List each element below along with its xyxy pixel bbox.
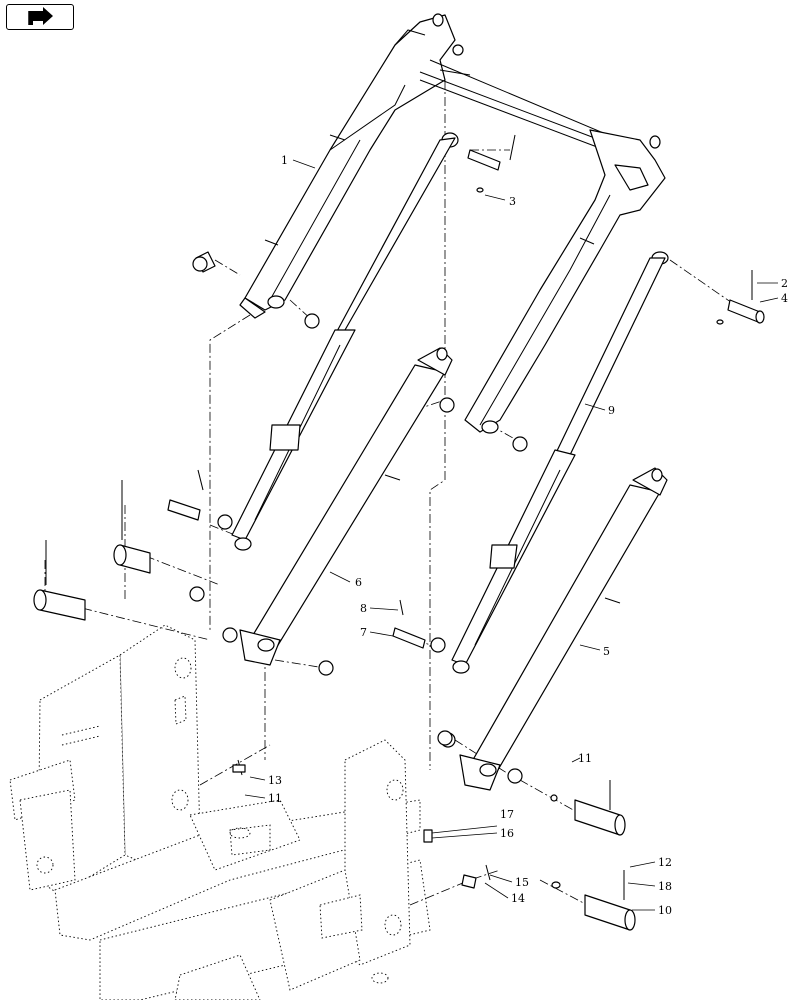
lift-cylinders (222, 347, 668, 791)
callout-2[interactable]: 2 (781, 277, 788, 290)
callout-9[interactable]: 9 (608, 404, 615, 417)
callout-5[interactable]: 5 (603, 645, 610, 658)
cylinder-bushings (189, 586, 561, 889)
loader-arm-frame (239, 13, 666, 434)
callout-11-right[interactable]: 11 (578, 752, 592, 765)
callout-4[interactable]: 4 (781, 292, 788, 305)
return-button[interactable] (6, 4, 74, 30)
callout-13[interactable]: 13 (268, 774, 282, 787)
callout-16[interactable]: 16 (500, 827, 514, 840)
return-arrow-icon (28, 7, 53, 25)
callout-11-left[interactable]: 11 (268, 792, 282, 805)
callout-leaders (244, 159, 779, 911)
callout-8[interactable]: 8 (360, 602, 367, 615)
pins-and-bolts (33, 134, 765, 931)
callout-12[interactable]: 12 (658, 856, 672, 869)
callout-10[interactable]: 10 (658, 904, 672, 917)
callout-7[interactable]: 7 (360, 626, 367, 639)
callout-6[interactable]: 6 (355, 576, 362, 589)
callout-1[interactable]: 1 (281, 154, 288, 167)
callout-14[interactable]: 14 (511, 892, 525, 905)
callout-15[interactable]: 15 (515, 876, 529, 889)
tilt-link-rods (217, 137, 666, 674)
callout-18[interactable]: 18 (658, 880, 672, 893)
callout-17[interactable]: 17 (500, 808, 514, 821)
callout-labels: 1 2 3 4 5 6 7 8 9 10 11 11 12 13 14 15 1… (268, 154, 788, 917)
loader-chassis-frame (9, 624, 431, 1000)
callout-3[interactable]: 3 (509, 195, 516, 208)
